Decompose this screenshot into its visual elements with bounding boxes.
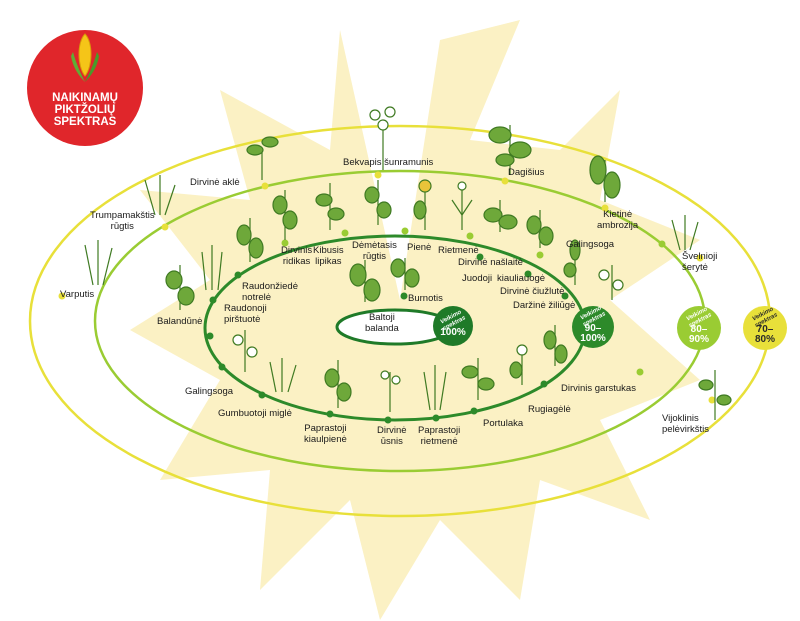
weed-label-portulaka: Portulaka xyxy=(483,418,523,429)
weed-label-bekvapis: Bekvapis šunramunis xyxy=(343,157,433,168)
weed-label-galingsoga-right: Galingsoga xyxy=(566,239,614,250)
logo-line-1: NAIKINAMŲ xyxy=(52,92,118,104)
weed-label-paprastoji-rietmene: Paprastoji rietmenė xyxy=(418,425,460,447)
inner-spectrum-badge: Veikimo spektras 90– 100% xyxy=(572,306,614,348)
weed-label-galingsoga-left: Galingsoga xyxy=(185,386,233,397)
weed-label-dirvine-ciuzlute: Dirvinė čiužlutė xyxy=(500,286,564,297)
weed-label-burnotis: Burnotis xyxy=(408,293,443,304)
weed-label-darzine-ziliuge: Daržinė žiliūgė xyxy=(513,300,575,311)
plant-icon xyxy=(166,265,194,310)
weed-label-dirvinis-ridikas: Dirvinis ridikas xyxy=(281,245,312,267)
core-spectrum-badge: Veikimo spektras 100% xyxy=(433,306,473,346)
weed-label-kiauliauoge: kiauliauogė xyxy=(497,273,545,284)
weed-label-rietmene: Rietmenė xyxy=(438,245,479,256)
weed-label-rugiagele: Rugiagėlė xyxy=(528,404,571,415)
weed-label-paprastoji-kiaulpiene: Paprastoji kiaulpienė xyxy=(304,423,347,445)
weed-label-dirvine-naslaite: Dirvinė našlaitė xyxy=(458,257,523,268)
weed-label-piene: Pienė xyxy=(407,242,431,253)
weed-label-juodoji: Juodoji xyxy=(462,273,492,284)
weed-label-dematasis-rugtis: Dėmėtasis rūgtis xyxy=(352,240,397,262)
weed-label-raudonoji-pirstuote: Raudonoji pirštuotė xyxy=(224,303,267,325)
weed-label-dagisius: Dagišius xyxy=(508,167,544,178)
weed-label-balandune: Balandūnė xyxy=(157,316,202,327)
outer-spectrum-badge: Veikimo spektras 70– 80% xyxy=(743,306,787,350)
weed-label-trumpamakstis: Trumpamakštis rūgtis xyxy=(90,210,155,232)
weed-label-dirvine-akle: Dirvinė aklė xyxy=(190,177,240,188)
weed-label-svelnioji-seryte: Švelnioji šerytė xyxy=(682,251,717,273)
weed-label-kibusis-lipikas: Kibusis lipikas xyxy=(313,245,344,267)
weed-label-varputis: Varputis xyxy=(60,289,94,300)
weed-label-baltoji-balanda: Baltoji balanda xyxy=(365,312,399,334)
middle-spectrum-badge: Veikimo spektras 80– 90% xyxy=(677,306,721,350)
weed-label-dirvine-usnis: Dirvinė ūsnis xyxy=(377,425,407,447)
corn-cob-icon xyxy=(69,32,101,84)
weed-label-dirvinis-garstukas: Dirvinis garstukas xyxy=(561,383,636,394)
weed-label-raudonziede-notrele: Raudonžiedė notrelė xyxy=(242,281,298,303)
logo-line-2: PIKTŽOLIŲ xyxy=(52,104,118,116)
spectrum-logo: NAIKINAMŲ PIKTŽOLIŲ SPEKTRAS xyxy=(27,30,143,146)
weed-label-vijoklinis: Vijoklinis pelėvirkštis xyxy=(662,413,709,435)
logo-line-3: SPEKTRAS xyxy=(52,116,118,128)
weed-label-kietine-ambrozija: Kietinė ambrozija xyxy=(597,209,638,231)
weed-label-gumbuotoji-migle: Gumbuotoji miglė xyxy=(218,408,292,419)
